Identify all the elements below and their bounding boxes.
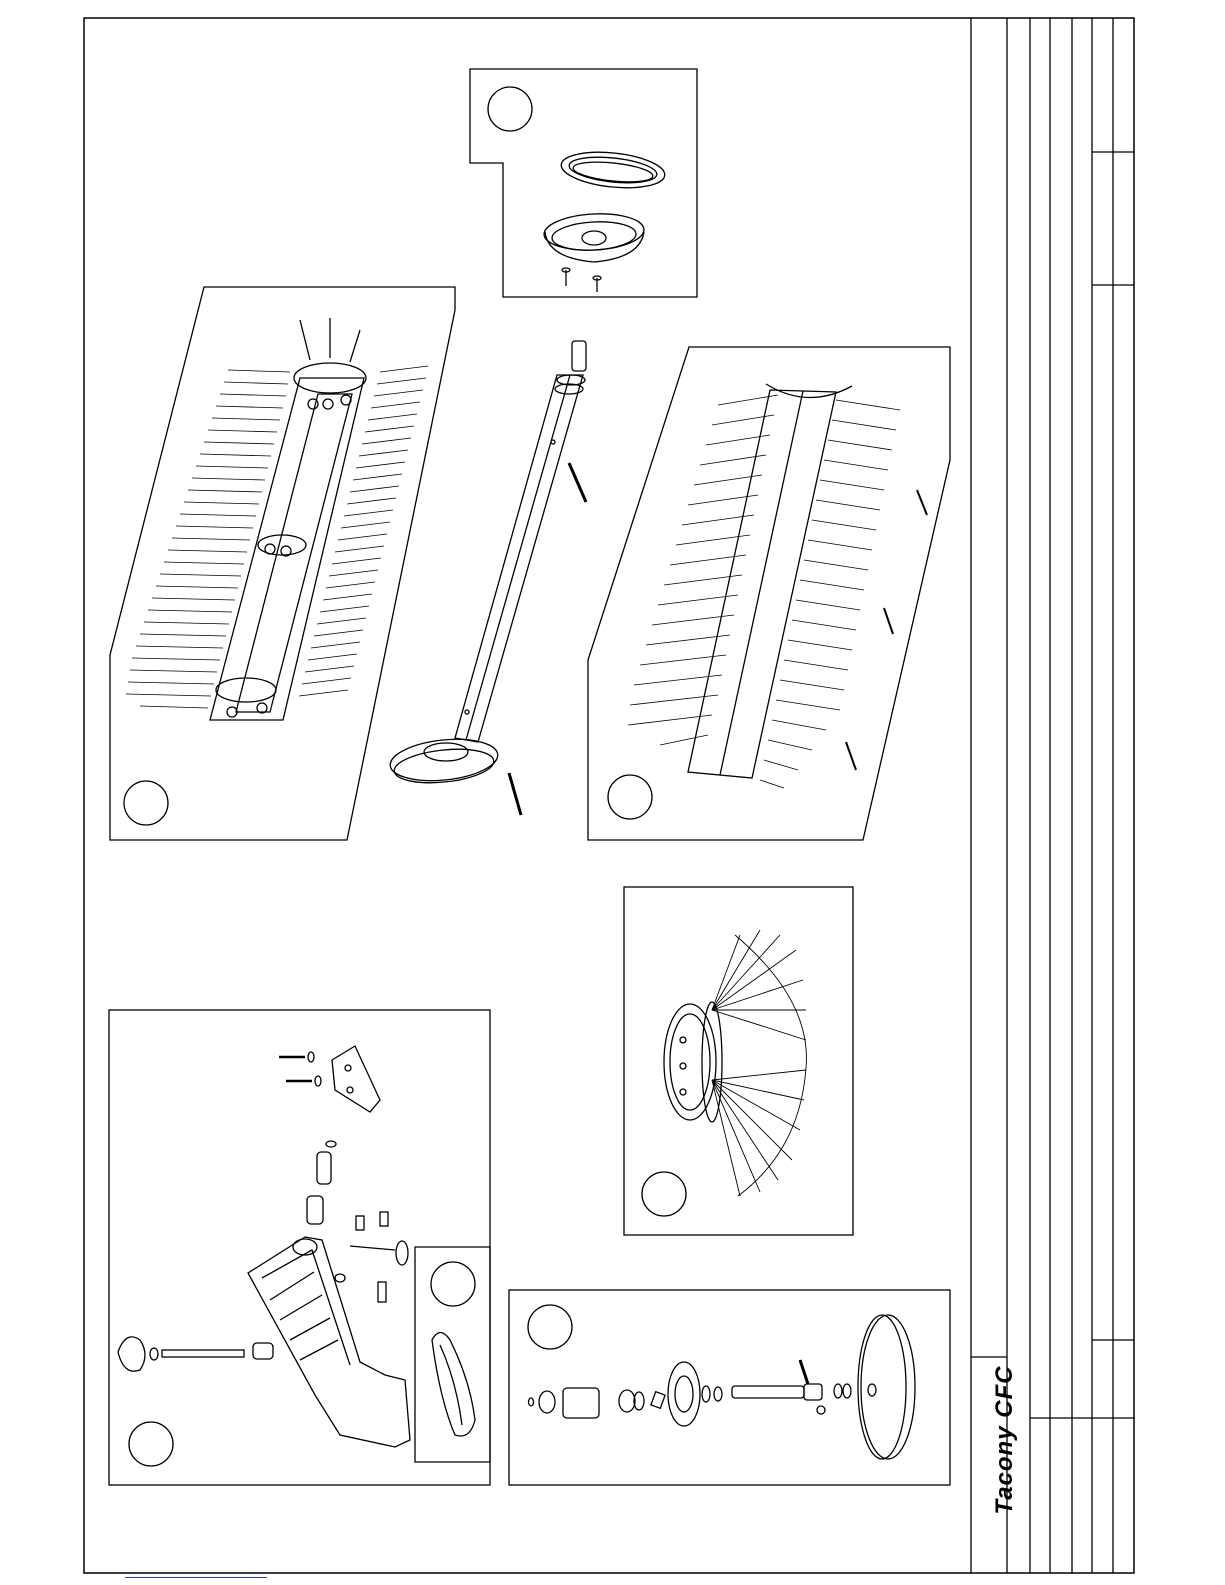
side-brush-panel <box>624 887 853 1235</box>
sheet-border <box>84 18 1134 1573</box>
bristles-helix-left <box>628 395 778 745</box>
brand-title: Tacony CFC <box>985 1315 1025 1565</box>
brush-roll-a-panel <box>110 287 455 840</box>
side-brush-bristles <box>712 930 806 1196</box>
callout-circle <box>608 775 652 819</box>
bristles-right <box>299 366 428 696</box>
callout-circle <box>642 1172 686 1216</box>
shaft-assembly <box>388 341 586 815</box>
callout-circle <box>431 1262 475 1306</box>
callout-circle <box>528 1305 572 1349</box>
callout-circle <box>129 1422 173 1466</box>
callout-circle <box>488 87 532 131</box>
callout-circle <box>124 781 168 825</box>
drive-shaft-panel <box>509 1290 950 1485</box>
bottom-link-underline <box>125 1577 267 1578</box>
brush-roll-b-panel <box>588 347 950 840</box>
bristles-left <box>126 370 290 708</box>
belt-panel <box>415 1247 490 1462</box>
seal-panel <box>470 69 697 297</box>
bristles-helix-right <box>760 400 900 788</box>
